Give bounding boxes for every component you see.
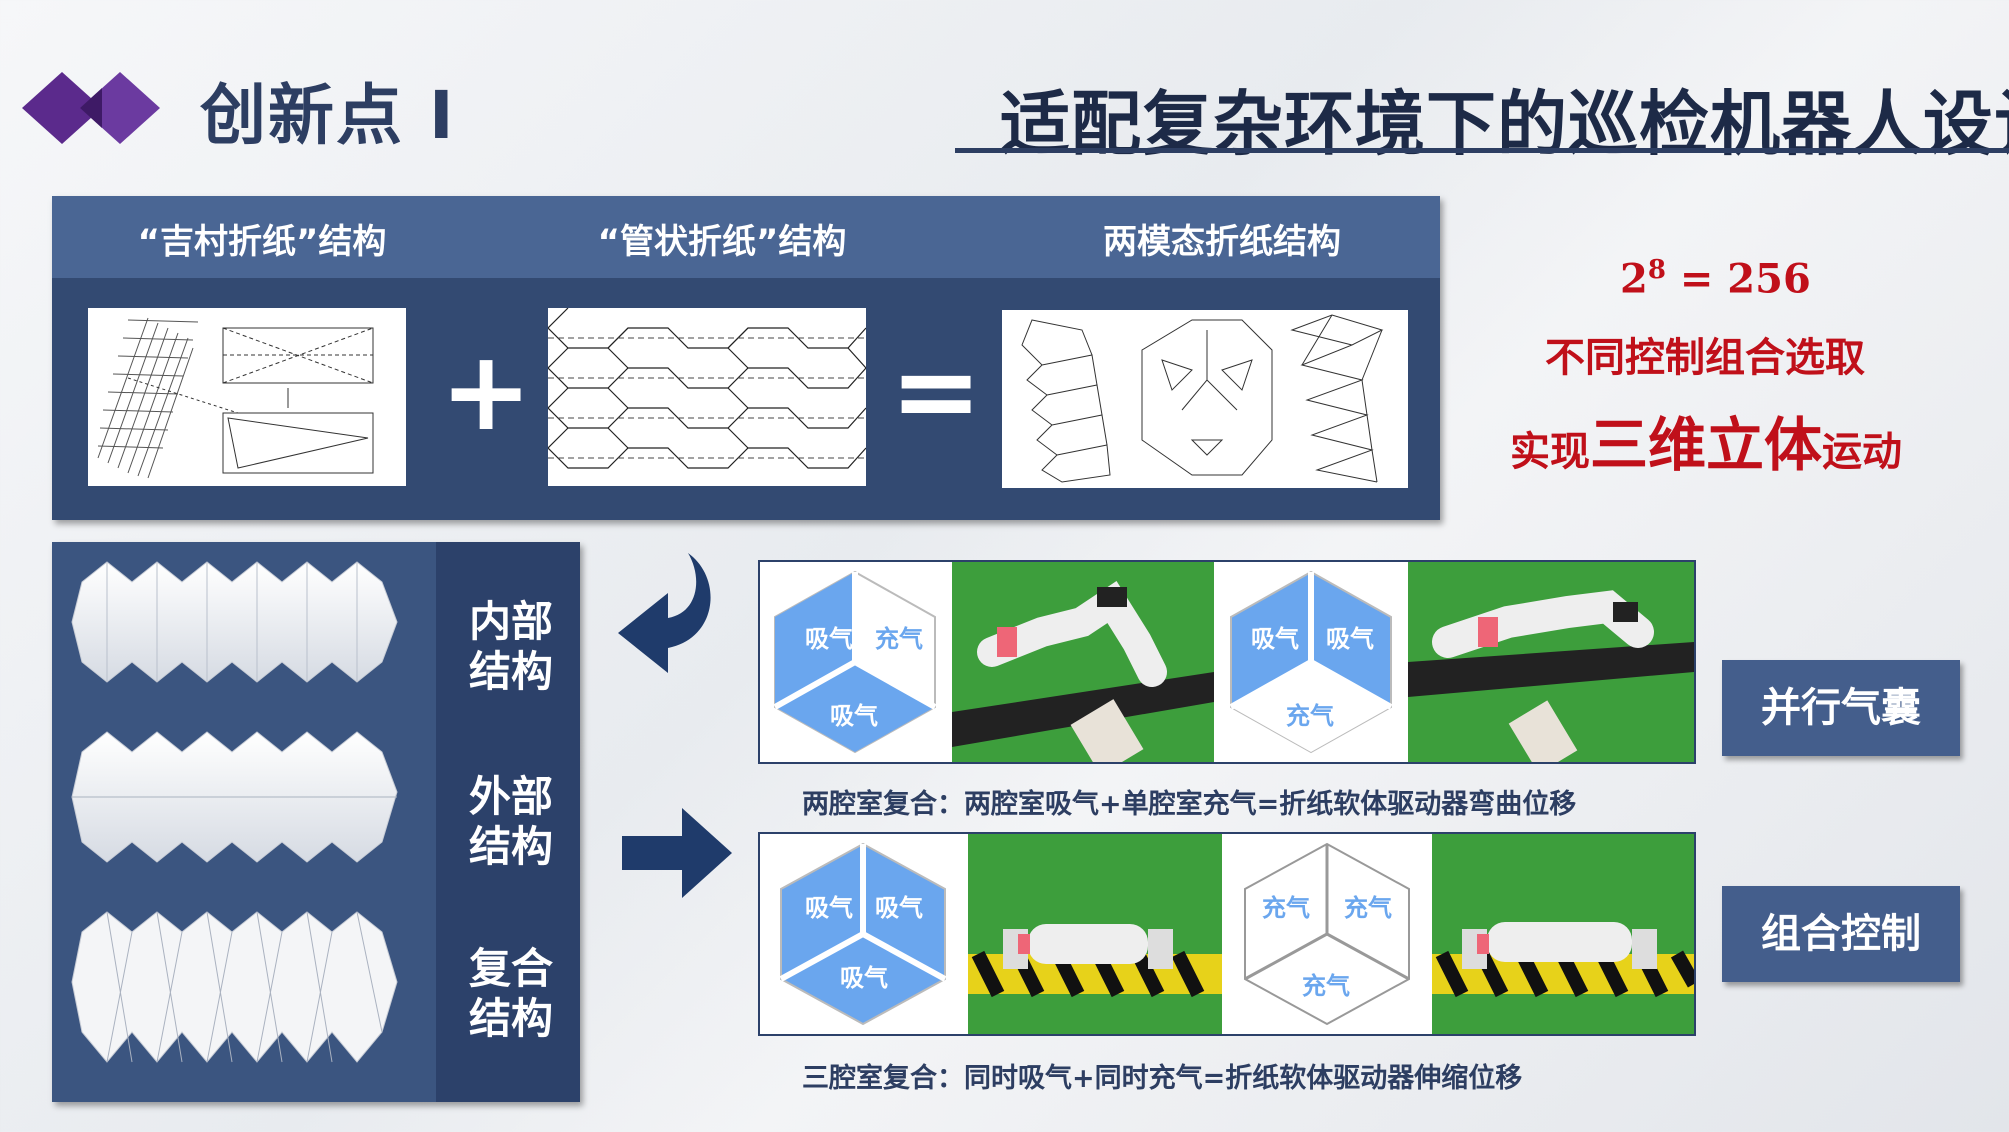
svg-text:吸气: 吸气 — [875, 894, 923, 922]
bending-photo-1 — [952, 562, 1214, 762]
caption-two-chamber: 两腔室复合：两腔室吸气+单腔室充气=折纸软体驱动器弯曲位移 — [802, 789, 1577, 820]
outer-structure-photo — [71, 731, 398, 863]
inner-structure-photo — [71, 561, 398, 683]
caption-yoshimura: “吉村折纸”结构 — [137, 222, 387, 262]
svg-text:吸气: 吸气 — [830, 702, 878, 730]
svg-text:吸气: 吸气 — [805, 894, 853, 922]
caption-three-chamber: 三腔室复合：同时吸气+同时充气=折纸软体驱动器伸缩位移 — [802, 1063, 1523, 1094]
label-inner-structure: 内部结构 — [468, 597, 553, 696]
title-underline — [955, 148, 2009, 153]
svg-text:充气: 充气 — [1344, 894, 1392, 922]
hex-diagram-2: 吸气 吸气 充气 — [1216, 562, 1406, 762]
two-mode-origami-diagram — [1002, 310, 1408, 488]
three-chamber-row: 吸气 吸气 吸气 充气 充气 充气 — [758, 832, 1696, 1036]
tubular-pattern-diagram — [548, 308, 866, 486]
svg-text:充气: 充气 — [1262, 894, 1310, 922]
page-title: 适配复杂环境下的巡检机器人设计 — [1000, 83, 2009, 165]
svg-text:吸气: 吸气 — [805, 625, 853, 653]
combination-formula: 28 = 256 — [1620, 255, 1811, 303]
svg-text:充气: 充气 — [1286, 702, 1334, 730]
yoshimura-diagram — [88, 308, 406, 486]
note-3d-motion: 实现三维立体运动 — [1510, 411, 1903, 479]
caption-two-mode: 两模态折纸结构 — [1103, 222, 1341, 262]
bending-photo-2 — [1408, 562, 1694, 762]
extension-photo-1 — [968, 834, 1222, 1034]
hex-diagram-1: 吸气 充气 吸气 — [760, 562, 950, 762]
svg-text:吸气: 吸气 — [1251, 625, 1299, 653]
curved-arrow-icon — [618, 553, 711, 673]
extension-photo-2 — [1432, 834, 1694, 1034]
right-arrow-icon — [622, 808, 732, 898]
section-title: 创新点 Ⅰ — [200, 77, 456, 154]
hex-diagram-4: 充气 充气 充气 — [1224, 834, 1430, 1034]
equals-operator: = — [890, 327, 983, 455]
label-outer-structure: 外部结构 — [468, 772, 553, 871]
plus-operator: + — [440, 327, 533, 455]
two-chamber-row: 吸气 充气 吸气 吸气 吸气 充气 — [758, 560, 1696, 764]
composite-structure-photo — [71, 911, 398, 1063]
svg-text:吸气: 吸气 — [840, 964, 888, 992]
svg-text:充气: 充气 — [875, 625, 923, 653]
panel-header: “吉村折纸”结构 “管状折纸”结构 两模态折纸结构 — [52, 196, 1440, 278]
svg-text:吸气: 吸气 — [1326, 625, 1374, 653]
structure-photos — [52, 542, 436, 1102]
note-control-selection: 不同控制组合选取 — [1545, 335, 1865, 381]
combined-control-label: 组合控制 — [1722, 886, 1960, 982]
svg-text:充气: 充气 — [1302, 972, 1350, 1000]
origami-structure-panel: “吉村折纸”结构 “管状折纸”结构 两模态折纸结构 + — [52, 196, 1440, 520]
structure-types-panel: 内部结构 外部结构 复合结构 — [52, 542, 580, 1102]
caption-tubular: “管状折纸”结构 — [597, 222, 847, 262]
parallel-airbag-label: 并行气囊 — [1722, 660, 1960, 756]
hex-diagram-3: 吸气 吸气 吸气 — [760, 834, 966, 1034]
logo-icon — [22, 72, 160, 144]
label-composite-structure: 复合结构 — [468, 944, 553, 1043]
